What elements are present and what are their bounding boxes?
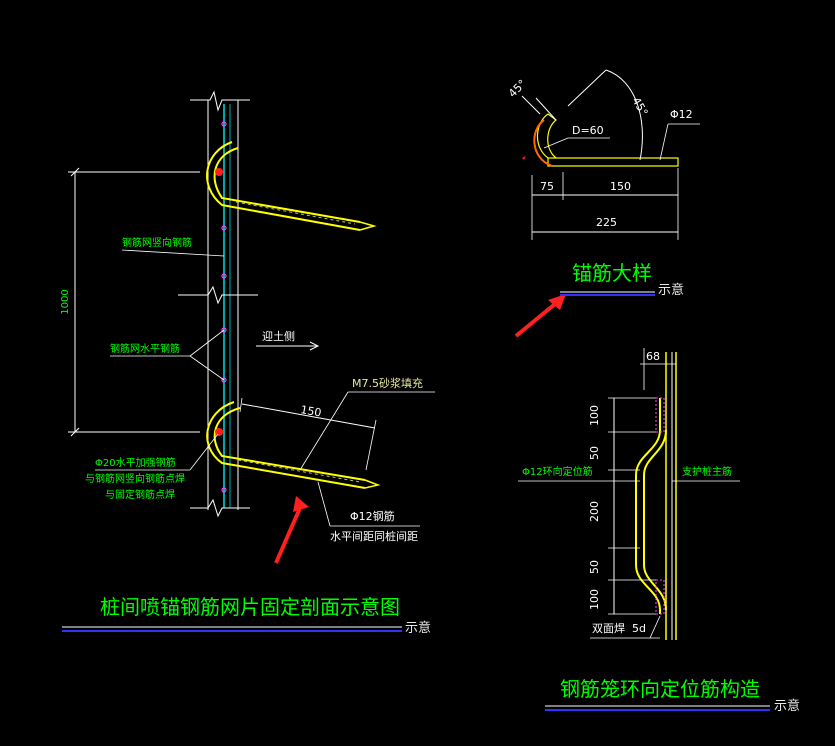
angle-dim-line-large xyxy=(567,69,607,107)
section-view: 1000 钢筋网竖向钢筋 钢筋网水平钢筋 迎土侧 M7.5砂浆填充 150 Φ2… xyxy=(60,90,435,636)
red-arrow-1-head xyxy=(293,496,309,512)
dim-text: 100 xyxy=(588,405,601,426)
anchor-bar-upper-inner xyxy=(206,141,361,231)
anchor-bar-upper-outer xyxy=(213,147,361,223)
dim-text-1000: 1000 xyxy=(60,289,71,314)
dim-right-text: 150 xyxy=(610,180,631,193)
label-reinforce-1: Φ20水平加强钢筋 xyxy=(95,456,176,469)
anchor-detail: 45° 45° D=60 Φ12 75 150 225 锚筋大样 示意 xyxy=(506,69,700,338)
dim-line-150 xyxy=(241,403,376,429)
angle-small-text: 45° xyxy=(506,77,529,100)
leader-horizontal-rebar-a xyxy=(189,329,225,357)
dim-text: 100 xyxy=(588,589,601,610)
dim-left-text: 75 xyxy=(540,180,554,193)
weld-top xyxy=(655,397,665,433)
angle-arc-large xyxy=(605,69,643,161)
anchor-bar-lower-inner xyxy=(206,401,366,489)
mortar-fill-lower xyxy=(237,459,361,483)
angle-dim-line-small xyxy=(521,95,541,115)
label-anchor-bar: Φ12钢筋 xyxy=(350,509,395,523)
anchor-detail-title-suffix: 示意 xyxy=(658,282,684,298)
bar-label: Φ12 xyxy=(670,108,693,121)
dim-top-text: 68 xyxy=(646,350,660,363)
angle-large-text: 45° xyxy=(629,95,650,118)
break-symbol-middle xyxy=(178,285,258,305)
ring-detail-title: 钢筋笼环向定位筋构造 xyxy=(560,677,760,701)
break-symbol-bottom xyxy=(190,498,250,518)
red-arrow-2-head xyxy=(548,294,566,310)
dim-text-150: 150 xyxy=(299,403,322,419)
anchor-hook xyxy=(536,113,557,159)
anchor-detail-title: 锚筋大样 xyxy=(572,261,652,285)
section-view-title-suffix: 示意 xyxy=(405,620,431,636)
rebar-dot xyxy=(221,273,227,279)
dim-text: 50 xyxy=(588,560,601,574)
red-arrow-1-shaft xyxy=(274,507,302,564)
leader-weld xyxy=(649,615,661,639)
horizontal-rebar-dots xyxy=(221,121,227,493)
label-weld-right: 5d xyxy=(632,622,646,635)
ring-detail: 100 50 200 50 100 68 Φ12环向定位筋 支护桩主筋 双面焊 … xyxy=(518,348,800,714)
arrow-soil-side-head xyxy=(309,341,320,351)
reinforce-bar-upper xyxy=(215,168,223,176)
leader-anchor-bar xyxy=(317,481,331,527)
rebar-dot xyxy=(221,327,227,333)
section-view-title: 桩间喷锚钢筋网片固定剖面示意图 xyxy=(100,595,400,619)
anchor-bar-straight xyxy=(547,157,679,167)
dim-tick xyxy=(70,427,80,437)
leader-diameter xyxy=(543,137,569,149)
label-weld-left: 双面焊 xyxy=(592,621,625,635)
red-arrow-2-shaft xyxy=(514,302,557,338)
anchor-tip-upper xyxy=(359,221,377,231)
leader-bar xyxy=(659,123,669,161)
bend-arc-orange xyxy=(533,119,553,167)
label-vertical-rebar: 钢筋网竖向钢筋 xyxy=(122,236,192,249)
label-ring-bar: Φ12环向定位筋 xyxy=(522,465,593,478)
red-mark xyxy=(522,156,526,160)
dim-ext xyxy=(365,419,377,471)
dim-tick xyxy=(70,167,80,177)
anchor-tip-lower xyxy=(364,479,381,489)
rebar-dot xyxy=(221,121,227,127)
label-reinforce-3: 与固定钢筋点焊 xyxy=(105,488,175,501)
dim-text: 50 xyxy=(588,446,601,460)
rebar-dot xyxy=(221,377,227,383)
leader-reinforce xyxy=(189,433,219,471)
label-reinforce-2: 与钢筋网竖向钢筋点焊 xyxy=(85,472,185,485)
ring-detail-title-suffix: 示意 xyxy=(774,698,800,714)
label-mortar: M7.5砂浆填充 xyxy=(352,376,423,390)
label-main-bar: 支护桩主筋 xyxy=(682,465,732,478)
anchor-bar-lower-outer xyxy=(213,407,366,481)
leader-horizontal-rebar-b xyxy=(189,355,225,381)
weld-bottom xyxy=(655,579,665,615)
ring-bar-outer xyxy=(635,398,661,614)
bend-diameter-text: D=60 xyxy=(572,124,604,137)
rebar-dot xyxy=(221,225,227,231)
dim-text: 200 xyxy=(588,501,601,522)
reinforce-bar-lower xyxy=(215,428,223,436)
dim-ext xyxy=(239,397,243,413)
ring-bar-inner xyxy=(643,429,667,611)
dim-total-text: 225 xyxy=(596,216,617,229)
break-symbol-top xyxy=(190,90,250,112)
mortar-fill-upper xyxy=(235,201,356,225)
label-horizontal-rebar: 钢筋网水平钢筋 xyxy=(110,342,180,355)
rebar-dot xyxy=(221,487,227,493)
leader-mortar xyxy=(299,391,349,471)
angle-dim-line-small-2 xyxy=(535,97,557,121)
leader-vertical-rebar xyxy=(121,249,225,257)
label-soil-side: 迎土侧 xyxy=(262,330,295,343)
label-anchor-spacing: 水平间距同桩间距 xyxy=(330,529,418,543)
